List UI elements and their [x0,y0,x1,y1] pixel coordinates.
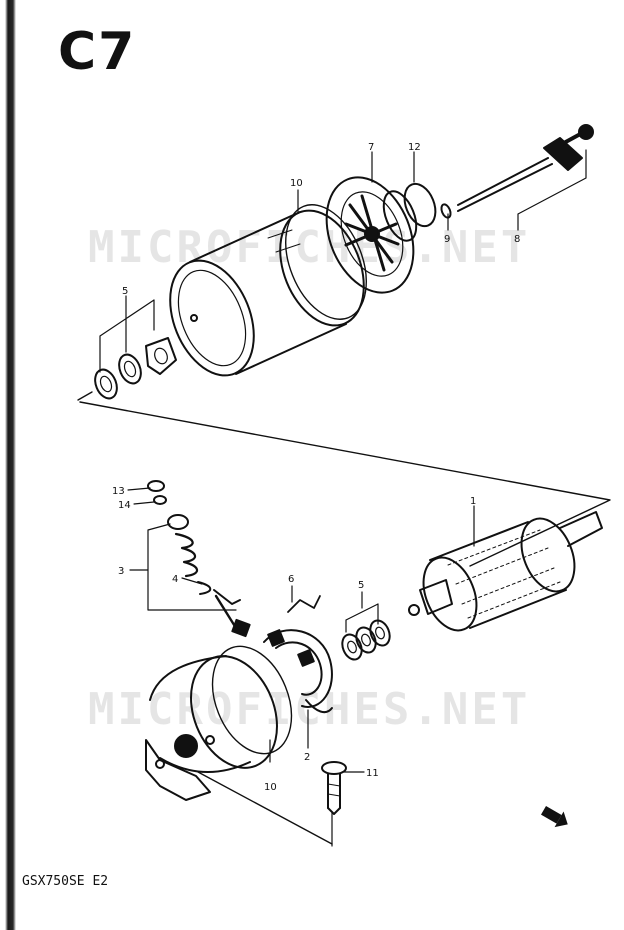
callout-10-top: 10 [290,178,303,189]
watermark-top: MICROFICHES.NET [88,222,531,273]
callout-5-top: 5 [122,286,128,297]
plane-line-upper [79,401,611,567]
callout-4: 4 [172,574,178,585]
callout-12: 12 [408,142,421,153]
callout-9: 9 [444,234,450,245]
yoke-housing [169,209,365,377]
screw-11 [321,761,347,815]
callout-10-bottom: 10 [264,782,277,793]
callout-1: 1 [470,496,476,507]
callout-5-mid: 5 [358,580,364,591]
end-cover-7 [325,176,418,294]
long-bolt-8 [457,124,594,212]
plane-line-lower [197,771,333,845]
o-ring-12 [403,182,437,228]
callout-13: 13 [112,486,125,497]
brush-spring-stack [147,480,251,638]
callout-6: 6 [288,574,294,585]
scan-edge [0,0,16,930]
callout-8: 8 [514,234,520,245]
front-housing [145,655,278,801]
washers-5-middle [341,619,391,661]
leader-lines [99,149,587,847]
o-ring-10-upper [285,204,367,320]
plane-line-upper-left [77,391,93,401]
page-title: C7 [58,22,137,82]
model-code: GSX750SE E2 [22,874,109,889]
brush-holder-2 [263,629,333,714]
o-ring-10-lower [211,645,293,755]
clip-6 [287,595,321,613]
callout-3: 3 [118,566,124,577]
callout-2: 2 [304,752,310,763]
armature-1 [408,511,603,632]
callout-7: 7 [368,142,374,153]
forward-arrow-icon [541,806,568,828]
callout-11: 11 [366,768,379,779]
callout-14: 14 [118,500,131,511]
washers-5-upper [94,337,177,400]
washer-9 [440,203,452,219]
